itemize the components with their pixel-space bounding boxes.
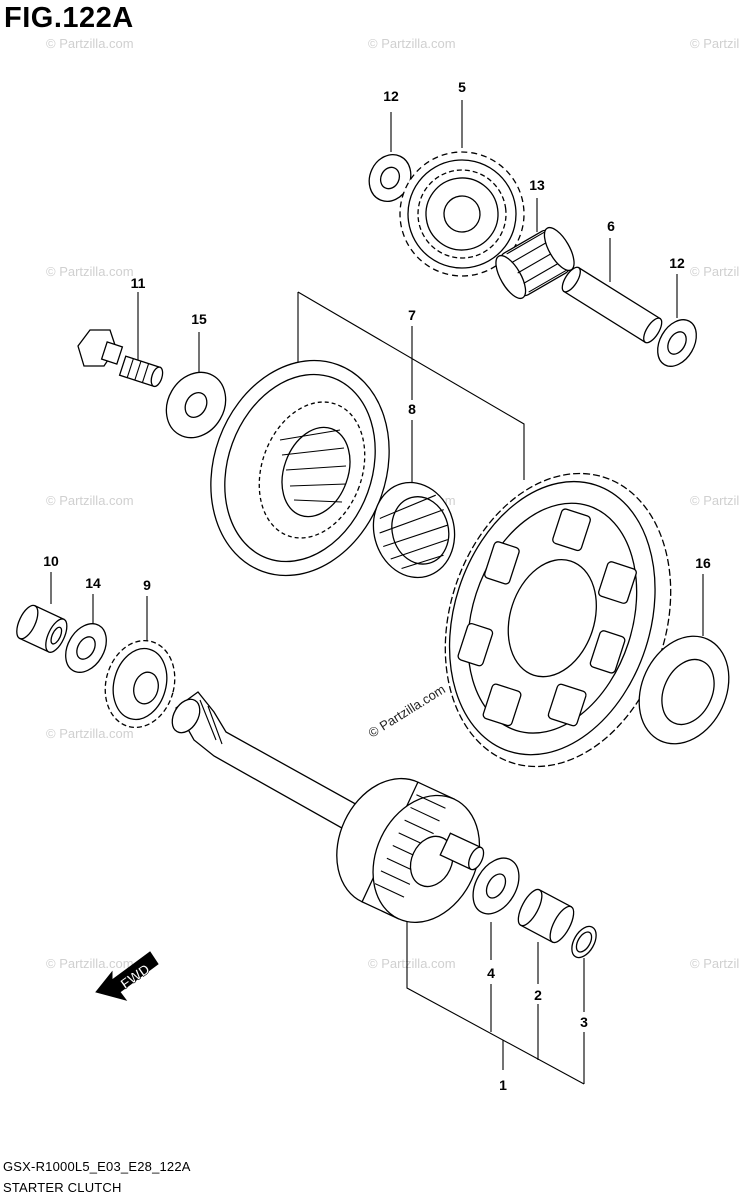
callout-12-lower: 12 [669,255,685,271]
bush-10 [16,604,68,653]
callout-4: 4 [487,965,495,981]
starter-driven-gear [444,472,672,768]
watermark: © Partzilla.com [46,36,134,51]
washer-12-upper [368,154,412,202]
figure-title: FIG.122A [4,2,134,34]
watermark: © Partzilla.com [690,264,740,279]
callout-2: 2 [534,987,542,1003]
watermark: © Partzilla.com [690,36,740,51]
watermark: © Partzilla.com [46,493,134,508]
washer-15 [165,371,227,439]
needle-bearing-8 [372,481,456,579]
figure-code: GSX-R1000L5_E03_E28_122A [3,1159,191,1174]
callout-15: 15 [191,311,207,327]
callout-labels: 12 5 13 6 12 11 15 7 8 10 14 9 16 4 2 3 … [43,79,711,1093]
callout-3: 3 [580,1014,588,1030]
center-watermark: © Partzilla.com [366,681,448,740]
figure-name: STARTER CLUTCH [3,1180,122,1195]
callout-14: 14 [85,575,101,591]
shaft-6 [561,266,663,344]
callout-7: 7 [408,307,416,323]
callout-10: 10 [43,553,59,569]
callout-13: 13 [529,177,545,193]
watermark: © Partzilla.com [46,726,134,741]
callout-5: 5 [458,79,466,95]
callout-11: 11 [131,275,146,291]
bush-2 [517,888,575,944]
needle-bearing-13 [495,226,575,300]
callout-8: 8 [408,401,416,417]
watermark: © Partzilla.com [368,36,456,51]
washer-14 [65,623,107,673]
watermark: © Partzilla.com [46,956,134,971]
watermark: © Partzilla.com [46,264,134,279]
bolt-11 [77,329,164,388]
starter-clutch-housing-7 [210,359,390,577]
starter-clutch-assembly-1 [171,691,485,923]
callout-9: 9 [143,577,151,593]
watermark: © Partzilla.com [690,956,740,971]
idle-gear-5 [399,151,525,277]
washer-4 [472,857,520,915]
idle-gear-9 [104,639,176,729]
callout-12-upper: 12 [383,88,399,104]
leader-lines [50,100,704,1085]
washer-16 [638,635,730,745]
callout-16: 16 [695,555,711,571]
watermark: © Partzilla.com [690,493,740,508]
callout-1: 1 [499,1077,507,1093]
circlip-3 [571,925,597,959]
washer-12-lower [657,319,697,367]
callout-6: 6 [607,218,615,234]
watermark: © Partzilla.com [368,956,456,971]
